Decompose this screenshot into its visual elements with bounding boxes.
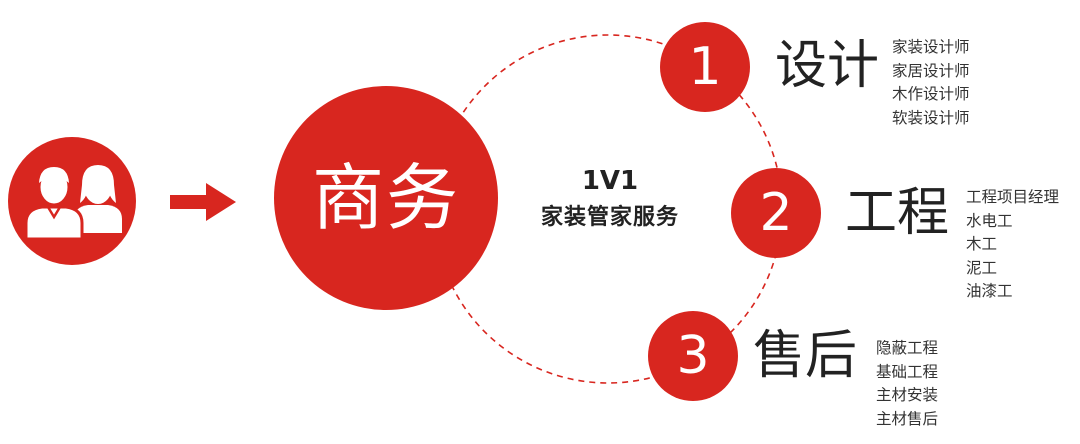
stage-3-item: 主材售后: [876, 409, 939, 428]
stage-2-item: 泥工: [966, 258, 998, 277]
stage-3-item: 隐蔽工程: [876, 339, 939, 357]
customers-badge: [8, 137, 136, 265]
service-caption-line2: 家装管家服务: [540, 205, 679, 230]
stage-2-item: 工程项目经理: [966, 188, 1060, 206]
stage-1-items: 家装设计师 家居设计师 木作设计师 软装设计师: [892, 36, 970, 130]
stage-2-number-circle: 2: [731, 168, 821, 258]
stage-1-title: 设计: [775, 36, 880, 96]
stage-2-title: 工程: [845, 183, 950, 243]
stage-2-item: 水电工: [966, 211, 1013, 230]
stage-1-number-circle: 1: [660, 22, 750, 112]
stage-2-items: 工程项目经理 水电工 木工 泥工 油漆工: [966, 186, 1059, 304]
stage-2-item: 油漆工: [966, 282, 1013, 300]
stage-2-item: 木工: [966, 235, 998, 253]
stage-1-item: 家居设计师: [892, 61, 970, 80]
stage-3-number-circle: 3: [648, 311, 738, 401]
service-caption-line1: 1V1: [581, 166, 639, 196]
stage-1-item: 软装设计师: [892, 108, 970, 127]
stage-3-title: 售后: [753, 326, 858, 386]
stage-1-item: 木作设计师: [892, 85, 970, 103]
business-circle: 商务: [274, 86, 498, 310]
users-icon: [24, 165, 122, 241]
service-caption: 1V1 家装管家服务: [510, 165, 710, 235]
arrow-right-icon: [170, 183, 236, 221]
stage-1-item: 家装设计师: [892, 38, 970, 56]
stage-3-item: 主材安装: [876, 386, 939, 404]
business-label: 商务: [311, 156, 460, 240]
stage-3-item: 基础工程: [876, 362, 939, 381]
stage-3-items: 隐蔽工程 基础工程 主材安装 主材售后: [876, 337, 938, 431]
